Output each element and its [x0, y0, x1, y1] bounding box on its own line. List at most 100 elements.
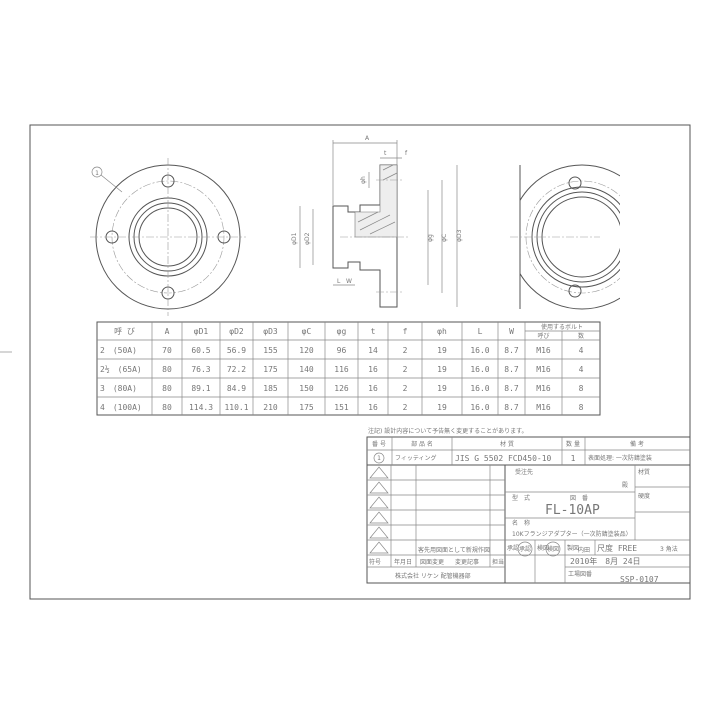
- table-cell: 2½ (65A): [100, 364, 142, 374]
- table-cell: 89.1: [191, 384, 210, 393]
- dim-t: t: [384, 150, 387, 157]
- table-cell: 16: [368, 403, 378, 412]
- table-cell: M16: [536, 403, 551, 412]
- table-header: t: [371, 327, 376, 336]
- table-cell: 16: [368, 384, 378, 393]
- table-header: A: [165, 327, 170, 336]
- approved-label: 承認: [507, 544, 519, 552]
- name-label: 名 称: [512, 519, 530, 527]
- rev-hdr-person: 担当: [492, 558, 504, 566]
- table-cell: 80: [162, 403, 172, 412]
- rear-view: [510, 164, 620, 310]
- table-cell: 114.3: [189, 403, 213, 412]
- model-label: 型 式: [512, 494, 530, 502]
- approved-stamp-text: 承認: [519, 545, 531, 553]
- table-header: φC: [302, 327, 312, 336]
- table-cell: 126: [334, 384, 349, 393]
- revision-triangle-icon: [369, 541, 389, 554]
- table-cell: 116: [334, 365, 349, 374]
- table-cell: 3 (80A): [100, 384, 137, 393]
- dim-a: A: [365, 135, 370, 142]
- bolt-header: 使用するボルト: [541, 323, 583, 331]
- table-cell: 80: [162, 365, 172, 374]
- table-cell: 14: [368, 346, 378, 355]
- hdr-qty: 数 量: [566, 440, 580, 448]
- hdr-no: 番 号: [372, 441, 386, 448]
- rev-hdr-note: 変更記事: [455, 558, 479, 566]
- part-remarks: 表面処理: 一次防錆塗装: [588, 454, 652, 462]
- part-name: フィッティング: [395, 454, 437, 462]
- table-cell: 96: [337, 346, 347, 355]
- drawing-date: 2010年 8月 24日: [570, 556, 641, 566]
- bolt-subheader: 呼び: [537, 332, 549, 340]
- table-header: φD3: [263, 327, 278, 336]
- table-header: L: [478, 327, 483, 336]
- table-cell: 76.3: [191, 365, 210, 374]
- table-cell: 16.0: [470, 384, 489, 393]
- dim-c: φC: [441, 234, 448, 242]
- factory-no: SSP-0107: [620, 575, 659, 584]
- table-cell: 16.0: [470, 365, 489, 374]
- table-cell: 2: [403, 365, 408, 374]
- revision-triangle-icon: [369, 511, 389, 524]
- title-block: 注記) 設計内容について予告無く変更することがあります。 番 号 部 品 名 材…: [366, 427, 691, 584]
- table-cell: 16: [368, 365, 378, 374]
- table-cell: 8.7: [504, 346, 519, 355]
- checked-stamp: [545, 541, 561, 557]
- table-cell: 110.1: [224, 403, 248, 412]
- table-cell: M16: [536, 365, 551, 374]
- revision-triangle-icon: [369, 526, 389, 539]
- table-cell: 4: [579, 346, 584, 355]
- rev-hdr-date: 年月日: [394, 558, 412, 566]
- table-cell: 8.7: [504, 403, 519, 412]
- table-cell: 8: [579, 384, 584, 393]
- dim-w: W: [346, 278, 352, 285]
- table-cell: 80: [162, 384, 172, 393]
- table-cell: 151: [334, 403, 349, 412]
- table-cell: 2: [403, 346, 408, 355]
- revision-triangle-icon: [369, 466, 389, 479]
- drawing-frame: [29, 124, 691, 600]
- hardness-label: 硬度: [638, 492, 650, 500]
- approved-stamp: [517, 541, 533, 557]
- design-note: 注記) 設計内容について予告無く変更することがあります。: [368, 427, 527, 435]
- bolt-subheader: 数: [578, 332, 584, 340]
- revision-note: 客先用図面として新規作図: [418, 546, 490, 554]
- table-header: 呼 び: [114, 326, 135, 336]
- customer-suffix: 殿: [622, 482, 628, 489]
- material-label: 材質: [638, 468, 650, 476]
- table-cell: 150: [299, 384, 314, 393]
- dim-l: L: [337, 278, 341, 285]
- balloon-number: 1: [95, 170, 99, 177]
- revision-triangle-icon: [369, 481, 389, 494]
- table-cell: 120: [299, 346, 314, 355]
- dim-h: φh: [360, 176, 367, 184]
- dim-f: f: [405, 150, 408, 157]
- dim-d1: φD1: [291, 232, 298, 245]
- part-qty: 1: [571, 454, 576, 463]
- part-no: 1: [377, 455, 381, 462]
- table-cell: 84.9: [227, 384, 246, 393]
- table-cell: 2 (50A): [100, 346, 137, 355]
- drafted-label: 製図: [567, 544, 579, 552]
- checked-stamp-text: 検図: [547, 545, 559, 553]
- table-cell: 8: [579, 403, 584, 412]
- table-cell: 2: [403, 384, 408, 393]
- table-cell: 19: [437, 384, 447, 393]
- table-cell: 8.7: [504, 365, 519, 374]
- scale: 尺度 FREE: [597, 543, 637, 553]
- table-cell: 16.0: [470, 403, 489, 412]
- projection: 3 角法: [660, 545, 678, 553]
- table-cell: M16: [536, 346, 551, 355]
- table-cell: 4: [579, 365, 584, 374]
- table-cell: 19: [437, 365, 447, 374]
- table-header: W: [509, 327, 514, 336]
- hdr-remarks: 備 考: [630, 440, 644, 448]
- drawing-no-label: 図 番: [570, 495, 588, 502]
- table-cell: 16.0: [470, 346, 489, 355]
- table-cell: 175: [299, 403, 314, 412]
- table-cell: 155: [263, 346, 278, 355]
- dim-g: φg: [427, 234, 434, 242]
- table-cell: 70: [162, 346, 172, 355]
